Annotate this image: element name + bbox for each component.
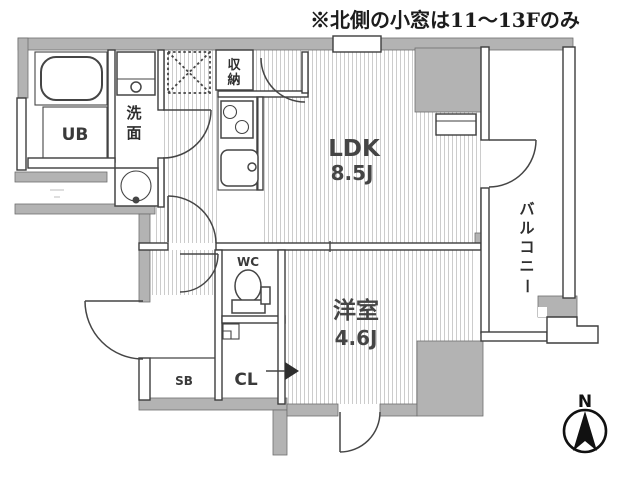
western-room-label: 洋室 <box>333 297 379 324</box>
wall-kitchen-right <box>256 96 264 191</box>
svg-text:コ: コ <box>519 238 534 256</box>
walls-partition <box>16 46 599 405</box>
labels: ※北側の小窓は11〜13Fのみ LDK 8.5J 洋室 4.6J UB 洗 面 … <box>62 8 580 390</box>
western-room-size: 4.6J <box>335 326 378 350</box>
wall-balcony-lower <box>480 187 490 334</box>
refrigerator-space <box>167 51 211 94</box>
door-balcony <box>488 139 537 188</box>
floor-stripes <box>150 50 481 404</box>
wall-western-left <box>277 249 286 405</box>
toilet-cistern <box>260 286 271 305</box>
wall-wc-closet <box>221 315 286 324</box>
shoe-box-label: SB <box>175 374 193 388</box>
ub-inner <box>42 106 108 159</box>
balcony-label: バ ル コ ニ ー <box>518 200 536 294</box>
kitchen-sink <box>220 149 259 187</box>
door-western-south <box>339 411 381 453</box>
wc-label: WC <box>237 255 259 269</box>
entry-area <box>150 295 215 398</box>
balcony-railing <box>562 46 576 299</box>
door-ldk <box>167 195 217 244</box>
compass-north-label: N <box>578 392 592 412</box>
compass-circle <box>562 408 608 454</box>
windows <box>332 35 477 136</box>
wall-ub-bottom <box>27 157 116 169</box>
door-storage <box>260 57 306 103</box>
window-ldk-small <box>435 113 477 136</box>
wall-notch <box>538 307 547 317</box>
kitchen-counter <box>217 96 259 191</box>
compass: N <box>562 392 608 454</box>
unit-bath-label: UB <box>62 125 89 145</box>
storage-label-2: 納 <box>227 72 240 88</box>
wall-ldk-western <box>215 242 482 251</box>
wall-hall-wc <box>214 249 223 401</box>
doors <box>84 57 537 453</box>
bathtub <box>40 56 103 101</box>
ldk-size: 8.5J <box>331 161 374 185</box>
storage-box <box>215 49 254 91</box>
fixtures <box>34 49 299 380</box>
washstand-faucet <box>130 81 142 93</box>
wall-balcony-upper <box>480 46 490 141</box>
wall-entry-left <box>138 213 151 303</box>
wall-left-upper <box>17 37 29 99</box>
sink-faucet <box>247 162 257 172</box>
hall-floor <box>155 207 218 243</box>
door-entrance <box>84 300 144 360</box>
svg-text:ー: ー <box>518 278 536 293</box>
storage-label-1: 収 <box>227 58 241 73</box>
burner-1 <box>222 104 238 120</box>
western-room-floor <box>285 250 473 341</box>
meter-box-marks <box>50 189 64 198</box>
washroom-label-2: 面 <box>126 124 141 142</box>
wall-bottom-left <box>138 397 288 411</box>
svg-text:ル: ル <box>519 219 534 237</box>
building-step-edge <box>546 316 599 344</box>
door-wc <box>179 253 219 293</box>
svg-text:ニ: ニ <box>519 257 534 275</box>
burner-2 <box>234 119 250 135</box>
closet-door-mark <box>285 362 299 380</box>
toilet-bowl <box>234 269 262 303</box>
window-north-small <box>332 35 382 53</box>
wall-ub-washroom <box>107 49 116 163</box>
toilet-tank <box>231 299 266 314</box>
wall-top <box>17 37 574 51</box>
washroom-label-1: 洗 <box>126 104 141 122</box>
balcony-bottom-edge <box>480 331 548 342</box>
ldk-label: LDK <box>328 136 381 162</box>
door-washroom <box>162 109 212 159</box>
window-left <box>16 97 27 171</box>
walls-gray <box>14 37 578 456</box>
compass-needle <box>573 411 597 451</box>
note-text: ※北側の小窓は11〜13Fのみ <box>310 8 580 32</box>
svg-text:バ: バ <box>519 200 534 218</box>
closet-label: CL <box>234 370 257 390</box>
wall-block-top-right <box>414 47 484 113</box>
entry-door-frame <box>138 357 151 401</box>
wall-block-bottom-right <box>416 340 484 417</box>
washer-drain <box>132 196 140 204</box>
